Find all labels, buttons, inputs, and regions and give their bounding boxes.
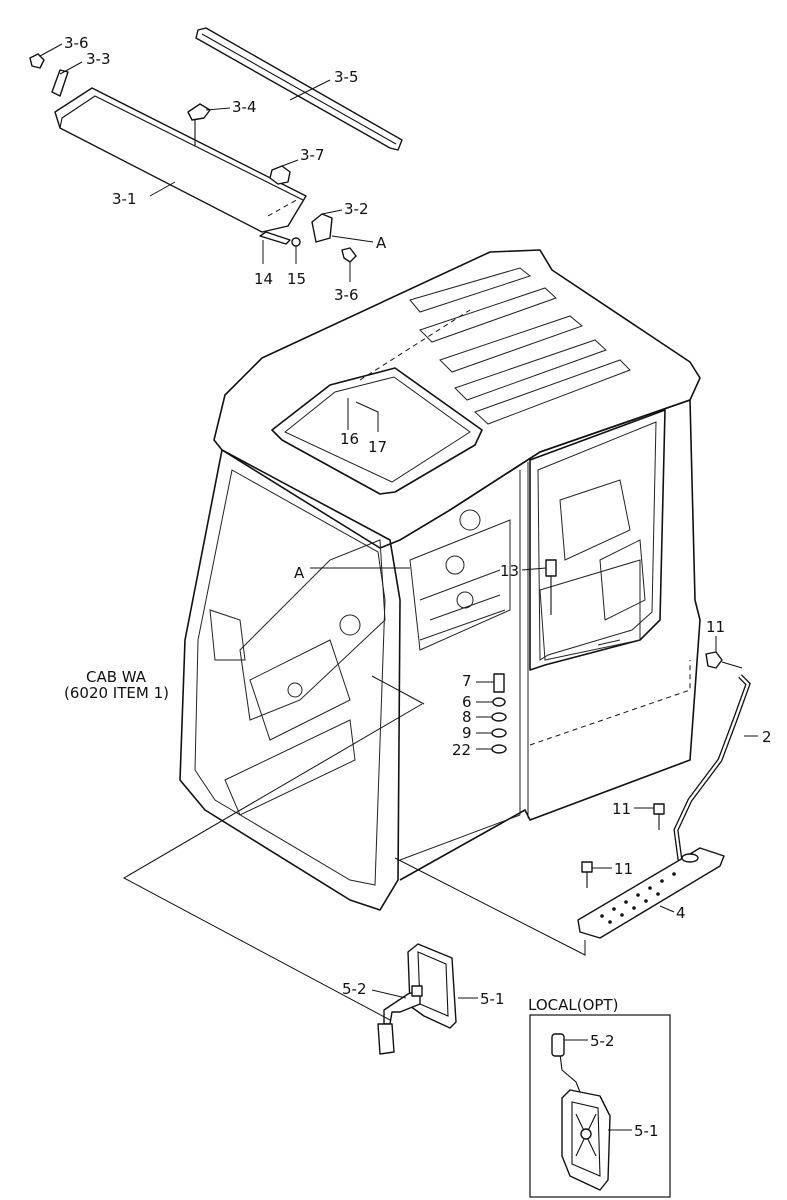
cab-interior xyxy=(209,479,646,816)
nut-part-6 xyxy=(492,697,506,707)
label-local-opt: LOCAL(OPT) xyxy=(528,996,618,1014)
front-window-frame xyxy=(179,449,401,911)
label-7: 7 xyxy=(462,672,472,690)
label-14: 14 xyxy=(254,270,273,288)
bracket-part-3-4 xyxy=(187,103,211,121)
cab-body xyxy=(179,249,701,911)
bolt-part-13 xyxy=(545,559,557,577)
label-9: 9 xyxy=(462,724,472,742)
callout-lines xyxy=(39,43,758,1131)
screw-part-11-mid xyxy=(653,803,665,815)
visor-assembly xyxy=(29,27,403,263)
bolt-part-7 xyxy=(493,673,505,693)
label-11-right: 11 xyxy=(706,618,725,636)
label-15: 15 xyxy=(287,270,306,288)
label-3-6-bottom: 3-6 xyxy=(334,286,359,304)
label-11-low: 11 xyxy=(614,860,633,878)
washer-part-22 xyxy=(491,744,507,754)
label-cab-wa: CAB WA xyxy=(86,668,147,686)
label-a-top: A xyxy=(376,234,387,252)
bracket-part-3-2 xyxy=(311,213,333,243)
label-13: 13 xyxy=(500,562,519,580)
label-5-1-local: 5-1 xyxy=(634,1122,659,1140)
bolt-part-14 xyxy=(259,231,291,245)
label-5-2-local: 5-2 xyxy=(590,1032,615,1050)
screw-part-3-6-top xyxy=(29,53,45,69)
label-3-2: 3-2 xyxy=(344,200,369,218)
screw-part-11-right xyxy=(705,651,723,669)
label-11-mid: 11 xyxy=(612,800,631,818)
label-3-5: 3-5 xyxy=(334,68,359,86)
local-mirror-assembly xyxy=(551,1033,611,1191)
visor-panel-part-3-1 xyxy=(54,87,307,233)
local-option-box xyxy=(529,1014,671,1198)
label-22: 22 xyxy=(452,741,471,759)
label-3-1: 3-1 xyxy=(112,190,137,208)
roof-hatch xyxy=(271,367,483,495)
label-17: 17 xyxy=(368,438,387,456)
clip-part-3-3 xyxy=(51,69,69,97)
mirror-part-5-1 xyxy=(407,943,457,1029)
label-5-1: 5-1 xyxy=(480,990,505,1008)
label-3-4: 3-4 xyxy=(232,98,257,116)
washer-part-15 xyxy=(291,237,301,247)
screw-part-3-6-bottom xyxy=(341,247,357,263)
washer-part-8 xyxy=(491,712,507,722)
label-2: 2 xyxy=(762,728,772,746)
step-plate-part-4 xyxy=(577,847,725,939)
local-mirror-part-5-2 xyxy=(551,1033,565,1057)
label-3-6-top: 3-6 xyxy=(64,34,89,52)
roof-ribs xyxy=(409,267,631,425)
label-4: 4 xyxy=(676,904,686,922)
handrail-part-2 xyxy=(673,674,751,861)
label-a-cab: A xyxy=(294,564,305,582)
cab-roof xyxy=(213,249,701,549)
label-5-2: 5-2 xyxy=(342,980,367,998)
step-plate-holes xyxy=(600,872,676,924)
label-3-3: 3-3 xyxy=(86,50,111,68)
label-6: 6 xyxy=(462,693,472,711)
label-cab-item: (6020 ITEM 1) xyxy=(64,684,169,702)
washer-part-9 xyxy=(491,728,507,738)
part-labels: 3-6 3-3 3-5 3-4 3-7 3-1 3-2 A 14 15 3-6 … xyxy=(64,34,772,1140)
label-3-7: 3-7 xyxy=(300,146,325,164)
label-16: 16 xyxy=(340,430,359,448)
mirror-assembly xyxy=(377,943,457,1055)
screw-part-11-low xyxy=(581,861,593,873)
label-8: 8 xyxy=(462,708,472,726)
